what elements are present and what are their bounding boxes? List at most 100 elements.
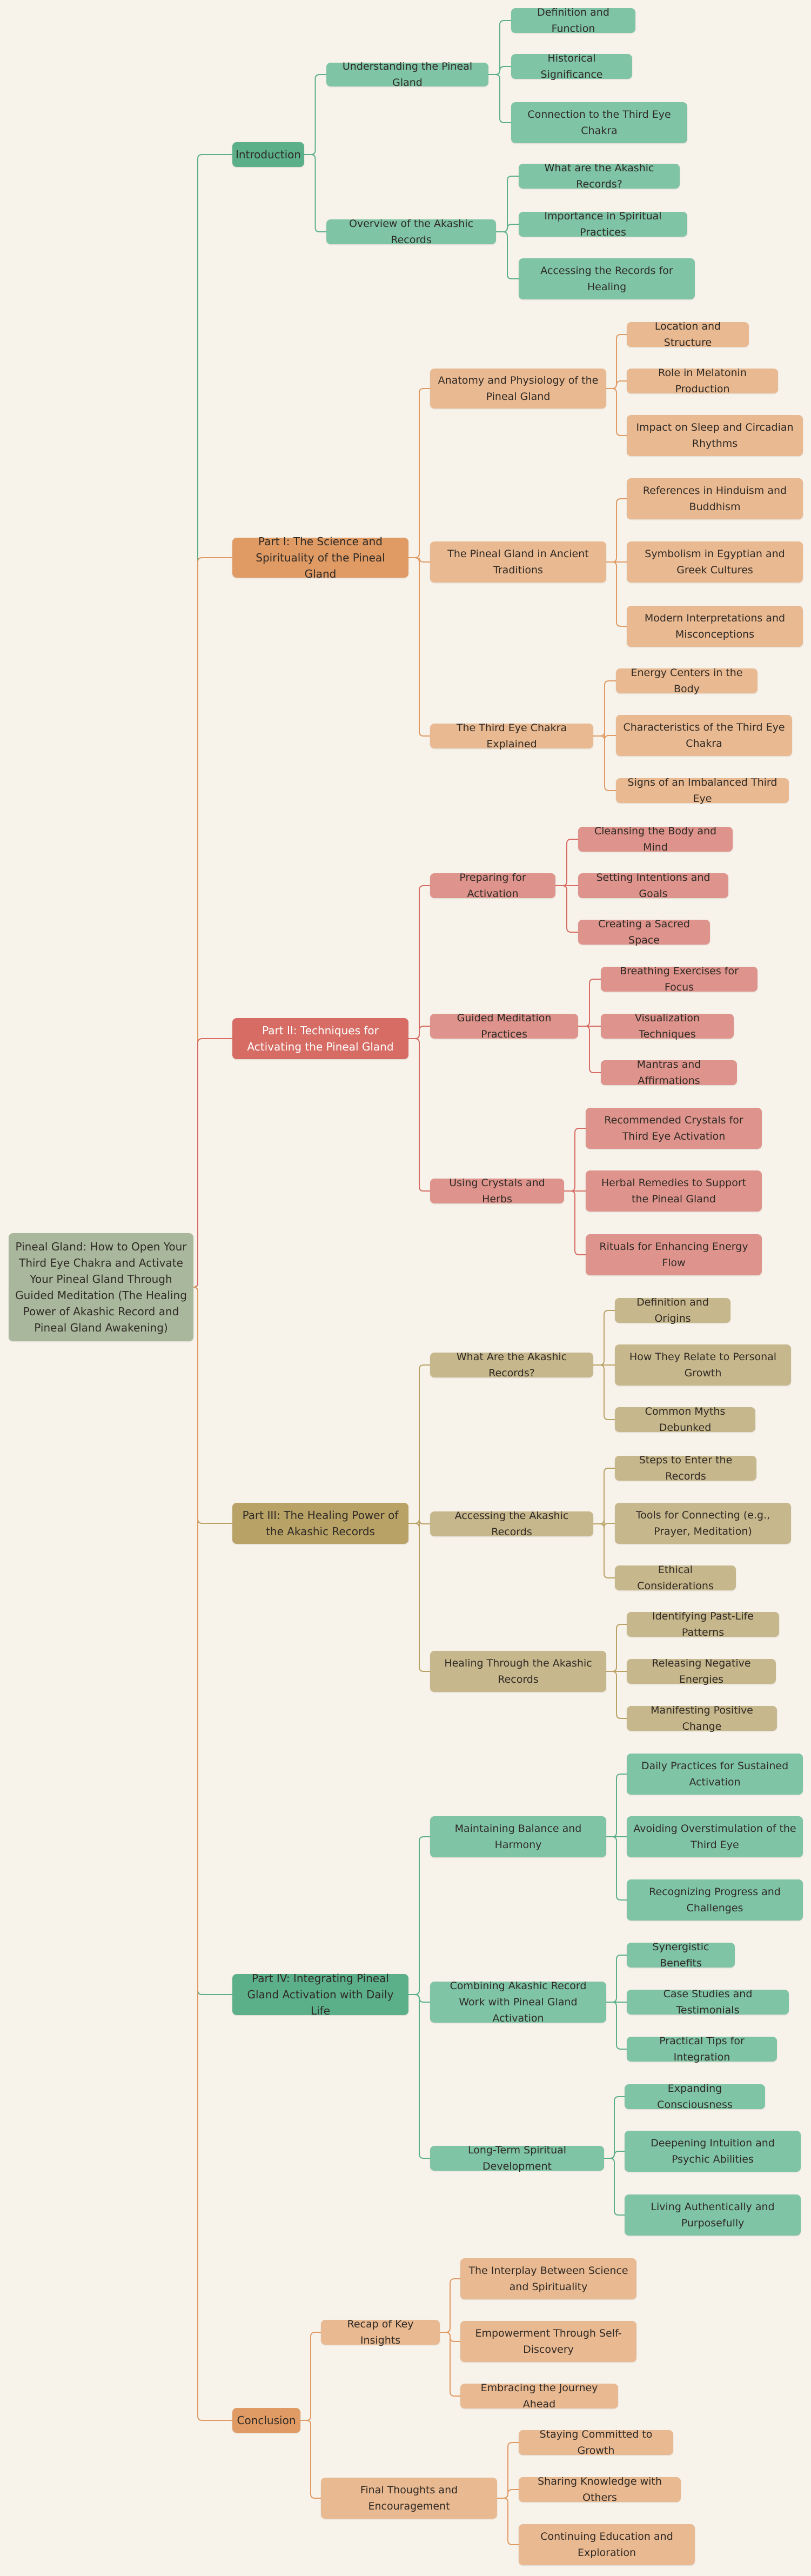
section-to-topic-connector	[408, 1038, 430, 1192]
item-continuing-education: Continuing Education and Exploration	[519, 2524, 695, 2565]
item-negative-energies: Releasing Negative Energies	[627, 1657, 776, 1685]
root-to-section-connector	[193, 1287, 232, 1995]
topic-understanding-pineal-gland: Understanding the Pineal Gland	[326, 61, 488, 89]
topic-to-item-connector	[496, 176, 519, 232]
topic-to-item-connector	[555, 839, 578, 886]
item-daily-practices: Daily Practices for Sustained Activation	[627, 1754, 803, 1795]
topic-to-item-connector	[497, 2498, 519, 2545]
section-to-topic-connector	[300, 2420, 321, 2499]
topic-to-item-connector	[564, 1190, 586, 1255]
item-cleansing-body-mind: Cleansing the Body and Mind	[578, 825, 733, 853]
topic-to-item-connector	[606, 2002, 627, 2050]
topic-to-item-connector	[593, 680, 616, 737]
item-avoiding-overstimulation: Avoiding Overstimulation of the Third Ey…	[627, 1816, 803, 1857]
section-part-one: Part I: The Science and Spirituality of …	[232, 535, 408, 580]
topic-what-are-akashic: What Are the Akashic Records?	[430, 1351, 593, 1379]
topic-to-item-connector	[564, 1128, 586, 1192]
section-to-topic-connector	[300, 2332, 321, 2421]
topic-to-item-connector	[606, 498, 627, 563]
item-visualization: Visualization Techniques	[601, 1012, 734, 1040]
item-expanding-consciousness: Expanding Consciousness	[625, 2083, 765, 2111]
item-positive-change: Manifesting Positive Change	[627, 1704, 777, 1732]
root-topic: Pineal Gland: How to Open Your Third Eye…	[9, 1233, 193, 1341]
item-location-structure: Location and Structure	[627, 320, 749, 349]
item-ethical-considerations: Ethical Considerations	[615, 1564, 736, 1592]
item-definition-origins: Definition and Origins	[615, 1296, 730, 1324]
item-practical-tips: Practical Tips for Integration	[627, 2035, 777, 2063]
item-staying-committed: Staying Committed to Growth	[519, 2428, 673, 2457]
item-importance-spiritual-practices: Importance in Spiritual Practices	[519, 210, 687, 238]
section-part-four: Part IV: Integrating Pineal Gland Activa…	[232, 1972, 408, 2017]
root-to-section-connector	[193, 1287, 232, 1524]
item-historical-significance: Historical Significance	[511, 52, 632, 81]
section-to-topic-connector	[408, 1523, 430, 1672]
topic-anatomy-physiology: Anatomy and Physiology of the Pineal Gla…	[430, 369, 606, 409]
section-to-topic-connector	[408, 1994, 430, 2159]
topic-to-item-connector	[578, 1026, 601, 1073]
item-accessing-records-healing: Accessing the Records for Healing	[519, 258, 695, 299]
item-definition-and-function: Definition and Function	[511, 6, 635, 35]
topic-to-item-connector	[604, 2158, 625, 2216]
topic-to-item-connector	[606, 1671, 627, 1719]
item-third-eye-characteristics: Characteristics of the Third Eye Chakra	[616, 715, 792, 756]
item-living-authentically: Living Authentically and Purposefully	[625, 2194, 801, 2236]
topic-ancient-traditions: The Pineal Gland in Ancient Traditions	[430, 541, 606, 583]
topic-to-item-connector	[606, 1955, 627, 2003]
topic-third-eye-explained: The Third Eye Chakra Explained	[430, 722, 593, 750]
item-myths-debunked: Common Myths Debunked	[615, 1406, 755, 1434]
topic-to-item-connector	[555, 885, 578, 933]
topic-to-item-connector	[593, 1468, 615, 1524]
topic-to-item-connector	[593, 1523, 615, 1578]
topic-to-item-connector	[606, 1774, 627, 1837]
item-science-spirituality: The Interplay Between Science and Spirit…	[460, 2258, 636, 2299]
section-conclusion: Conclusion	[232, 2408, 300, 2433]
section-to-topic-connector	[304, 154, 326, 232]
item-mantras-affirmations: Mantras and Affirmations	[601, 1059, 737, 1087]
item-modern-interpretations: Modern Interpretations and Misconception…	[627, 606, 803, 647]
section-to-topic-connector	[408, 557, 430, 737]
item-personal-growth: How They Relate to Personal Growth	[615, 1344, 791, 1386]
item-case-studies: Case Studies and Testimonials	[627, 1988, 789, 2016]
item-recognizing-progress: Recognizing Progress and Challenges	[627, 1879, 803, 1921]
topic-preparing-activation: Preparing for Activation	[430, 872, 555, 900]
item-energy-centers: Energy Centers in the Body	[616, 667, 758, 695]
item-embracing-journey: Embracing the Journey Ahead	[460, 2382, 618, 2410]
section-part-three: Part III: The Healing Power of the Akash…	[232, 1503, 408, 1544]
topic-to-item-connector	[604, 2096, 625, 2159]
item-sharing-knowledge: Sharing Knowledge with Others	[519, 2475, 681, 2504]
topic-to-item-connector	[496, 231, 519, 279]
item-herbal-remedies: Herbal Remedies to Support the Pineal Gl…	[586, 1170, 762, 1212]
item-connection-third-eye-chakra: Connection to the Third Eye Chakra	[511, 102, 687, 143]
root-to-section-connector	[193, 154, 232, 1288]
topic-to-item-connector	[578, 979, 601, 1027]
topic-combining-akashic-pineal: Combining Akashic Record Work with Pinea…	[430, 1980, 606, 2024]
topic-to-item-connector	[593, 1310, 615, 1366]
topic-to-item-connector	[440, 2278, 460, 2333]
section-to-topic-connector	[408, 885, 430, 1039]
item-energy-flow-rituals: Rituals for Enhancing Energy Flow	[586, 1234, 762, 1275]
topic-to-item-connector	[606, 388, 627, 436]
root-to-section-connector	[193, 557, 232, 1288]
item-breathing-exercises: Breathing Exercises for Focus	[601, 965, 758, 993]
item-deepening-intuition: Deepening Intuition and Psychic Abilitie…	[625, 2131, 801, 2172]
topic-recap-key-insights: Recap of Key Insights	[321, 2318, 440, 2346]
section-introduction: Introduction	[232, 142, 304, 167]
item-steps-enter-records: Steps to Enter the Records	[615, 1454, 756, 1482]
item-what-are-akashic-records: What are the Akashic Records?	[519, 162, 680, 190]
root-to-section-connector	[193, 1038, 232, 1288]
topic-guided-meditation: Guided Meditation Practices	[430, 1012, 578, 1040]
section-to-topic-connector	[304, 74, 326, 155]
item-sleep-circadian-rhythms: Impact on Sleep and Circadian Rhythms	[627, 415, 803, 456]
item-hinduism-buddhism: References in Hinduism and Buddhism	[627, 478, 803, 519]
item-tools-connecting: Tools for Connecting (e.g., Prayer, Medi…	[615, 1503, 791, 1544]
topic-overview-akashic-records: Overview of the Akashic Records	[326, 218, 496, 246]
topic-to-item-connector	[606, 561, 627, 627]
topic-balance-harmony: Maintaining Balance and Harmony	[430, 1816, 606, 1857]
section-part-two: Part II: Techniques for Activating the P…	[232, 1018, 408, 1059]
section-to-topic-connector	[408, 1364, 430, 1524]
topic-to-item-connector	[488, 74, 511, 123]
topic-to-item-connector	[593, 1364, 615, 1420]
section-to-topic-connector	[408, 388, 430, 558]
topic-to-item-connector	[606, 1624, 627, 1672]
